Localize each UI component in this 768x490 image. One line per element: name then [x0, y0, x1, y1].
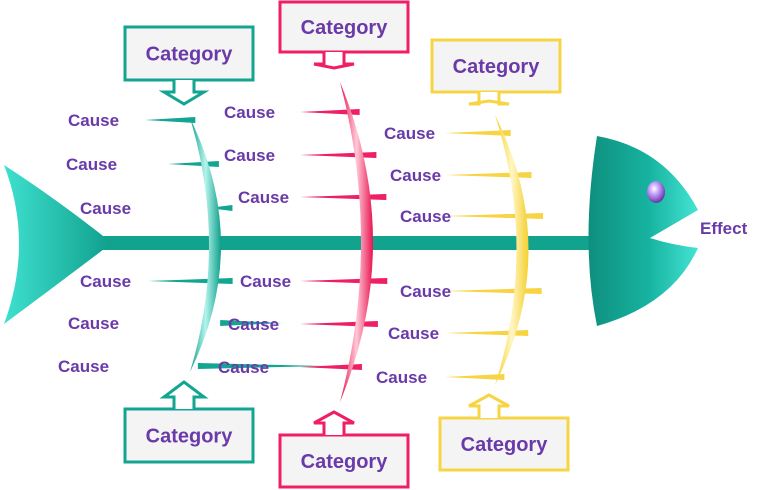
branches: CauseCauseCauseCauseCauseCauseCategoryCa… — [58, 0, 570, 489]
category-box-bottom-arrow-icon — [468, 393, 510, 418]
category-box-bottom: Category — [438, 393, 570, 472]
category-box-top-label: Category — [301, 17, 389, 39]
category-box-top: Category — [123, 25, 255, 106]
fish-tail — [4, 165, 112, 324]
cause-bone — [300, 321, 378, 327]
cause-bone — [445, 213, 544, 219]
cause-bone — [445, 288, 542, 294]
fish-head — [588, 136, 698, 326]
category-box-top-label: Category — [146, 44, 234, 66]
cause-label: Cause — [238, 188, 289, 207]
category-box-bottom-arrow-icon — [159, 380, 209, 409]
cause-label: Cause — [388, 324, 439, 343]
cause-bone — [300, 109, 360, 115]
cause-bone — [220, 320, 282, 326]
cause-label: Cause — [240, 272, 291, 291]
category-box-top-arrow-icon — [468, 92, 510, 106]
cause-label: Cause — [68, 111, 119, 130]
cause-label: Cause — [400, 207, 451, 226]
cause-bone — [145, 117, 196, 123]
branch-3: CauseCauseCauseCauseCauseCauseCategoryCa… — [376, 38, 570, 472]
cause-bone — [300, 278, 388, 284]
cause-label: Cause — [228, 315, 279, 334]
category-box-bottom: Category — [123, 380, 255, 464]
cause-label: Cause — [68, 314, 119, 333]
cause-label: Cause — [218, 358, 269, 377]
category-box-top: Category — [430, 38, 562, 106]
cause-bone — [445, 330, 529, 336]
cause-label: Cause — [400, 282, 451, 301]
category-box-top-frame — [278, 0, 410, 54]
cause-label: Cause — [80, 199, 131, 218]
cause-bone — [168, 161, 219, 167]
cause-label: Cause — [66, 155, 117, 174]
cause-bone — [300, 152, 377, 158]
cause-bone — [148, 278, 233, 284]
category-box-bottom-arrow-icon — [313, 410, 355, 435]
cause-label: Cause — [384, 124, 435, 143]
category-box-top: Category — [278, 0, 410, 70]
fish-spine — [100, 236, 600, 250]
category-box-top-label: Category — [453, 56, 541, 78]
category-box-bottom-label: Category — [146, 426, 234, 448]
branch-2: CauseCauseCauseCauseCauseCauseCategoryCa… — [218, 0, 410, 489]
cause-label: Cause — [224, 103, 275, 122]
cause-bone — [300, 194, 387, 200]
cause-label: Cause — [224, 146, 275, 165]
cause-bone — [300, 364, 362, 370]
effect-label: Effect — [700, 219, 748, 238]
category-box-top-arrow-icon — [158, 80, 210, 106]
cause-bone — [197, 363, 324, 369]
category-bone — [190, 118, 221, 372]
category-box-bottom-label: Category — [461, 434, 549, 456]
category-box-top-arrow-icon — [313, 52, 355, 70]
branch-1: CauseCauseCauseCauseCauseCauseCategoryCa… — [58, 25, 324, 464]
cause-label: Cause — [376, 368, 427, 387]
fish-eye-icon — [647, 181, 665, 203]
category-bone — [340, 82, 373, 402]
category-bone — [495, 115, 529, 385]
cause-bone — [208, 205, 233, 211]
category-box-top-frame — [123, 25, 255, 82]
category-box-bottom: Category — [278, 410, 410, 489]
cause-label: Cause — [390, 166, 441, 185]
category-box-bottom-label: Category — [301, 451, 389, 473]
category-box-bottom-frame — [123, 407, 255, 464]
cause-bone — [445, 130, 511, 136]
cause-label: Cause — [80, 272, 131, 291]
cause-bone — [445, 374, 505, 380]
category-box-bottom-frame — [438, 416, 570, 472]
cause-label: Cause — [58, 357, 109, 376]
